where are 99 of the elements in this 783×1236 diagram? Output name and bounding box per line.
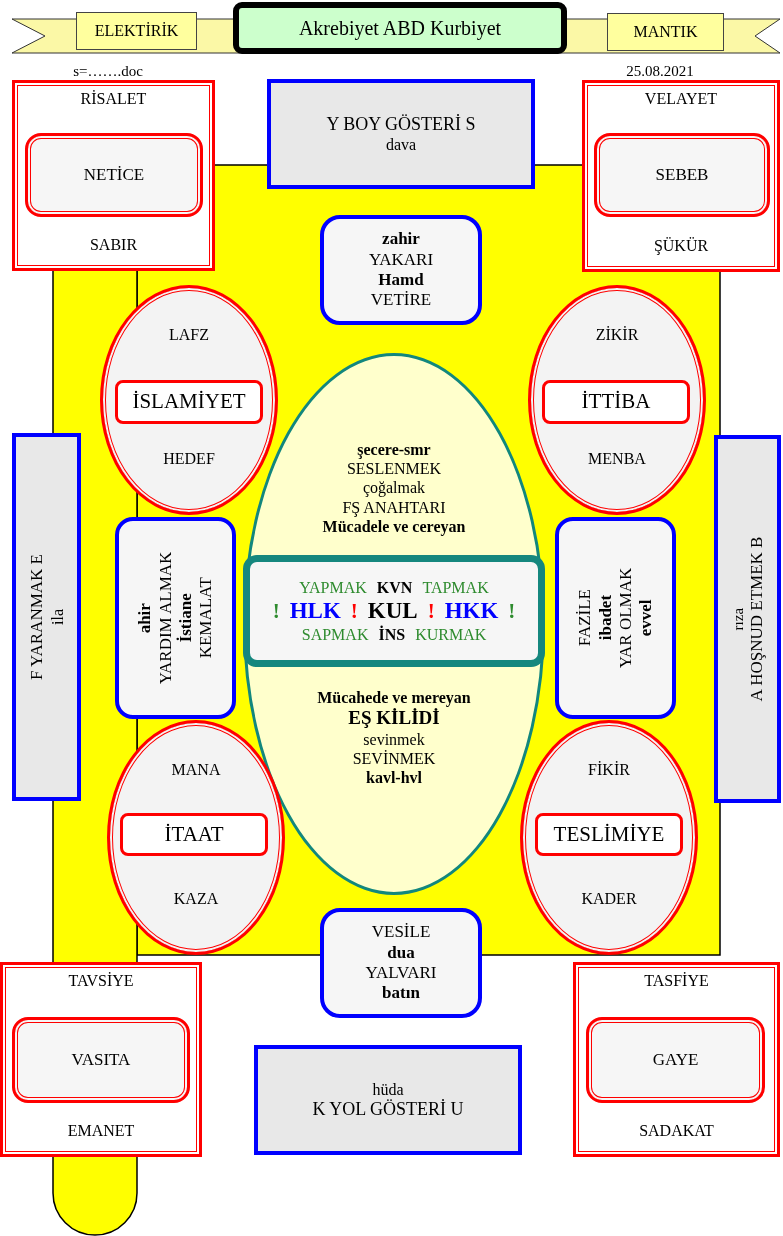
term-label: FAZİLE [574,589,595,647]
term-label: İSLAMİYET [132,389,246,415]
framed-panel [0,962,202,1157]
header-note: 25.08.2021 [626,62,694,80]
term-label: YARDIM ALMAK [155,551,176,685]
term-label: rıza [728,607,747,631]
term-label: SESLENMEK [346,459,442,479]
exclamation-mark: ! [508,599,516,625]
term-label: İTAAT [164,821,224,848]
term-label: ELEKTİRİK [94,21,179,41]
term-label: sevinmek [363,730,425,750]
term-label: VESİLE [371,922,431,943]
term-label: KEMALAT [195,577,216,659]
scroll-tag [76,12,197,50]
label-frame [542,380,690,424]
exclamation-mark: ! [272,599,280,625]
keyword-label: HLK [289,597,341,625]
rounded-frame [12,1017,190,1103]
rounded-panel [320,215,482,325]
term-label: EMANET [67,1120,135,1140]
label-frame [115,380,263,424]
central-panel [243,555,545,667]
title: Akrebiyet ABD Kurbiyet [233,2,567,54]
term-label: GAYE [652,1049,699,1071]
term-label: MANA [171,760,221,780]
vertical-rounded-panel [555,517,676,719]
framed-panel [573,962,780,1157]
term-label: FŞ ANAHTARI [342,497,446,517]
term-label: Mücahede ve mereyan [317,688,471,708]
term-label: ibadet [595,595,616,641]
term-label: dua [387,942,415,963]
term-label: NETİCE [83,164,145,186]
header-note: s=…….doc [73,62,143,80]
term-label: F YARANMAK E [26,554,47,680]
term-label: dava [385,135,417,155]
term-label: SADAKAT [639,1120,714,1140]
term-label: SABIR [89,234,138,254]
term-label: K YOL GÖSTERİ U [312,1098,464,1121]
term-label: EŞ KİLİDİ [348,707,440,730]
term-label: KAZA [173,888,219,908]
term-label: Mücadele ve cereyan [322,517,466,536]
term-label: ila [47,609,67,625]
term-label: KADER [581,888,637,908]
term-label: çoğalmak [362,478,426,498]
scroll-tag [607,13,724,51]
shaded-panel [267,79,535,189]
term-label: TESLİMİYE [553,821,665,848]
keyword-label: KUL [367,597,418,625]
vertical-panel [12,433,81,801]
term-label: Y BOY GÖSTERİ S [326,113,476,136]
term-label: RİSALET [80,89,147,109]
term-label: LAFZ [169,325,209,345]
term-label: MENBA [588,448,646,468]
term-label: SEBEB [655,164,709,186]
keyword-label: HKK [444,597,499,625]
term-label: HEDEF [163,448,215,468]
framed-panel [12,80,215,271]
exclamation-mark: ! [427,599,435,625]
framed-panel [582,80,780,272]
keyword-label: YAPMAK [299,578,367,598]
term-label: SEVİNMEK [352,749,436,769]
term-label: VASITA [71,1049,131,1071]
keyword-label: TAPMAK [422,578,489,598]
term-label: TAVSİYE [68,971,134,991]
term-label: ZİKİR [595,325,639,345]
term-label: MANTIK [633,22,698,42]
term-label: İstiane [175,593,196,643]
keyword-label: SAPMAK [301,624,369,644]
keyword-label: KVN [376,578,413,598]
term-label: ahir [134,602,155,634]
term-label: FİKİR [588,760,630,780]
rounded-panel [320,908,482,1018]
term-label: ŞÜKÜR [653,235,709,255]
exclamation-mark: ! [350,599,358,625]
term-label: zahir [382,229,420,250]
term-label: VETİRE [370,290,432,311]
term-label: şecere-smr [357,440,431,460]
term-label: batın [382,983,420,1004]
term-label: YALVARI [365,963,437,984]
term-label: TASFİYE [644,971,709,991]
vertical-rounded-panel [115,517,236,719]
vertical-panel [714,435,781,803]
term-label: A HOŞNUD ETMEK B [746,536,767,702]
term-label: YAKARI [368,249,434,270]
keyword-label: İNS [378,624,406,644]
rounded-frame [25,133,203,217]
shaded-panel [254,1045,522,1155]
rounded-frame [586,1017,765,1103]
term-label: evvel [635,599,656,637]
term-label: Hamd [378,270,424,291]
label-frame [120,813,268,856]
term-label: kavl-hvl [366,768,422,788]
term-label: hüda [372,1079,404,1099]
term-label: İTTİBA [581,389,651,415]
rounded-frame [594,133,770,217]
term-label: VELAYET [644,89,718,109]
keyword-label: KURMAK [415,624,487,644]
label-frame [535,813,683,856]
term-label: YAR OLMAK [615,567,636,669]
